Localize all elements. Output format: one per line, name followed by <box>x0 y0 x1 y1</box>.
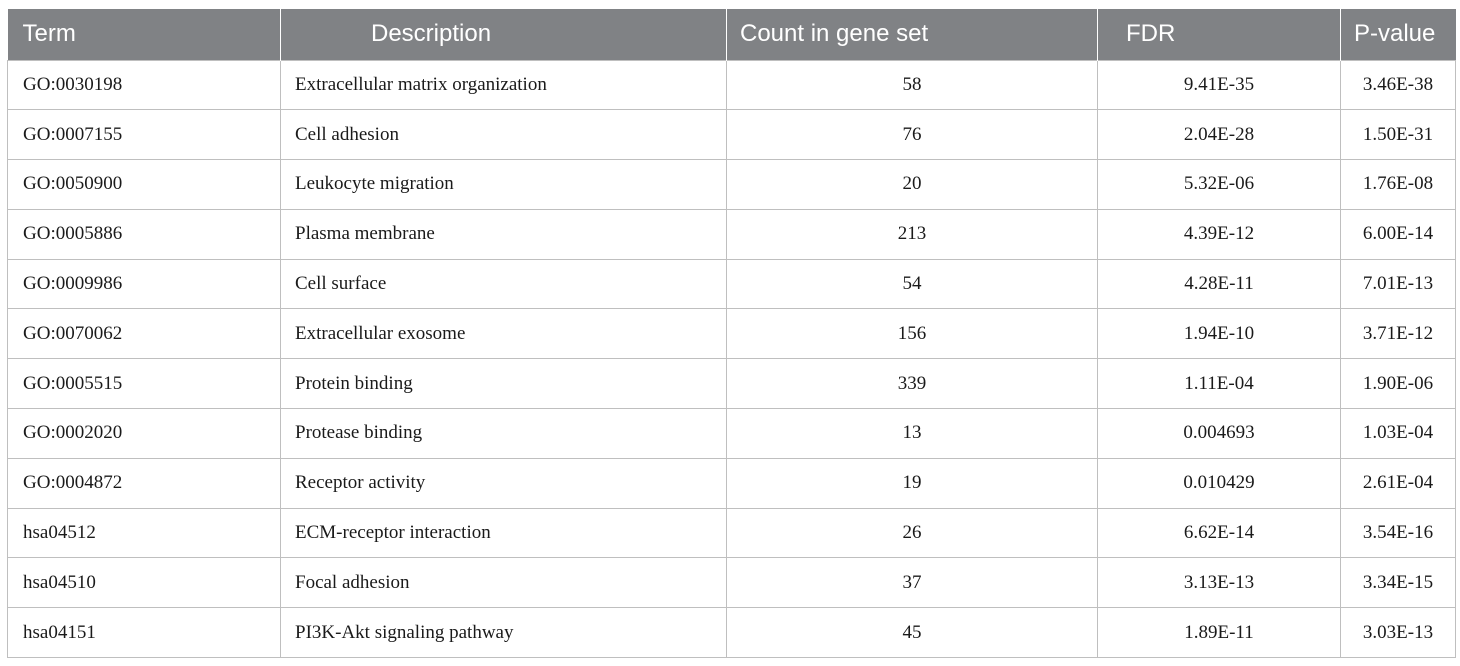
cell-pvalue: 2.61E-04 <box>1340 457 1456 509</box>
cell-fdr: 5.32E-06 <box>1097 159 1341 210</box>
cell-count: 213 <box>726 208 1098 260</box>
cell-count: 37 <box>726 557 1098 609</box>
cell-pvalue: 3.34E-15 <box>1340 557 1456 609</box>
header-count: Count in gene set <box>726 9 1098 60</box>
cell-fdr: 3.13E-13 <box>1097 557 1341 609</box>
cell-count: 26 <box>726 507 1098 559</box>
cell-description: Plasma membrane <box>280 208 727 260</box>
cell-fdr: 9.41E-35 <box>1097 59 1341 111</box>
cell-term: hsa04512 <box>7 507 281 559</box>
cell-description: PI3K-Akt signaling pathway <box>280 607 727 659</box>
cell-fdr: 4.39E-12 <box>1097 208 1341 260</box>
cell-count: 54 <box>726 258 1098 310</box>
cell-description: Receptor activity <box>280 457 727 509</box>
cell-description: Extracellular exosome <box>280 308 727 360</box>
cell-pvalue: 3.54E-16 <box>1340 507 1456 559</box>
cell-pvalue: 3.71E-12 <box>1340 308 1456 360</box>
cell-fdr: 1.94E-10 <box>1097 308 1341 360</box>
cell-description: Protease binding <box>280 408 727 459</box>
cell-count: 339 <box>726 358 1098 410</box>
cell-description: Leukocyte migration <box>280 159 727 210</box>
cell-fdr: 2.04E-28 <box>1097 109 1341 161</box>
cell-term: GO:0009986 <box>7 258 281 310</box>
cell-pvalue: 7.01E-13 <box>1340 258 1456 310</box>
cell-count: 76 <box>726 109 1098 161</box>
cell-count: 13 <box>726 408 1098 459</box>
cell-term: GO:0070062 <box>7 308 281 360</box>
cell-description: Cell adhesion <box>280 109 727 161</box>
cell-count: 156 <box>726 308 1098 360</box>
cell-count: 20 <box>726 159 1098 210</box>
header-fdr: FDR <box>1097 9 1341 60</box>
cell-term: GO:0030198 <box>7 59 281 111</box>
cell-count: 58 <box>726 59 1098 111</box>
cell-description: Extracellular matrix organization <box>280 59 727 111</box>
header-pvalue: P-value <box>1340 9 1456 60</box>
cell-fdr: 1.89E-11 <box>1097 607 1341 659</box>
cell-term: GO:0002020 <box>7 408 281 459</box>
cell-pvalue: 1.90E-06 <box>1340 358 1456 410</box>
header-term: Term <box>22 20 76 48</box>
cell-term: GO:0050900 <box>7 159 281 210</box>
enrichment-table: Term Description Count in gene set FDR P… <box>7 9 1456 659</box>
cell-pvalue: 6.00E-14 <box>1340 208 1456 260</box>
header-row: Term Description Count in gene set FDR P… <box>7 9 1456 60</box>
cell-term: hsa04151 <box>7 607 281 659</box>
cell-pvalue: 3.46E-38 <box>1340 59 1456 111</box>
header-description: Description <box>280 9 727 60</box>
cell-description: ECM-receptor interaction <box>280 507 727 559</box>
cell-pvalue: 1.76E-08 <box>1340 159 1456 210</box>
cell-term: GO:0007155 <box>7 109 281 161</box>
cell-fdr: 0.004693 <box>1097 408 1341 459</box>
cell-description: Protein binding <box>280 358 727 410</box>
cell-pvalue: 1.03E-04 <box>1340 408 1456 459</box>
cell-pvalue: 3.03E-13 <box>1340 607 1456 659</box>
cell-count: 19 <box>726 457 1098 509</box>
cell-term: GO:0005886 <box>7 208 281 260</box>
cell-term: GO:0004872 <box>7 457 281 509</box>
cell-pvalue: 1.50E-31 <box>1340 109 1456 161</box>
cell-fdr: 0.010429 <box>1097 457 1341 509</box>
cell-term: hsa04510 <box>7 557 281 609</box>
cell-fdr: 6.62E-14 <box>1097 507 1341 559</box>
cell-description: Focal adhesion <box>280 557 727 609</box>
cell-fdr: 1.11E-04 <box>1097 358 1341 410</box>
table-header: Term Description Count in gene set FDR P… <box>7 9 1456 60</box>
cell-term: GO:0005515 <box>7 358 281 410</box>
cell-description: Cell surface <box>280 258 727 310</box>
cell-fdr: 4.28E-11 <box>1097 258 1341 310</box>
cell-count: 45 <box>726 607 1098 659</box>
